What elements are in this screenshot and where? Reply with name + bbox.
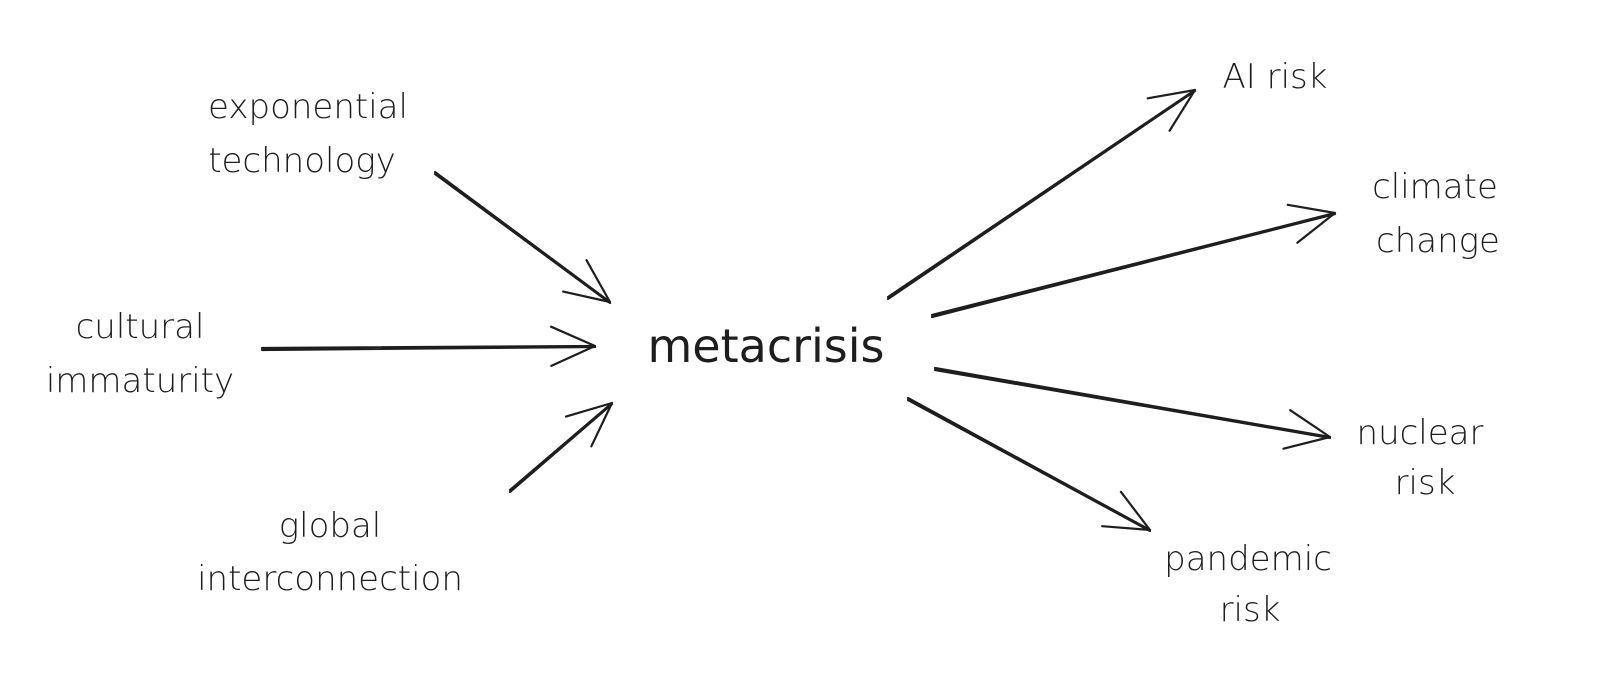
- cause-label-global-interconnection-line2: interconnection: [197, 559, 463, 599]
- arrow-shaft: [433, 170, 612, 305]
- arrow-metacrisis-to-ai-risk: [886, 88, 1197, 301]
- arrow-metacrisis-to-nuclear-risk: [933, 366, 1332, 450]
- effect-label-climate-change-line2: change: [1376, 221, 1500, 261]
- arrow-exponential-technology-to-metacrisis: [433, 170, 612, 305]
- arrow-shaft: [933, 366, 1332, 440]
- effect-label-climate-change-line1: climate: [1372, 167, 1498, 207]
- cause-label-exponential-technology-line2: technology: [208, 141, 396, 181]
- arrow-head: [1101, 490, 1152, 532]
- cause-label-exponential-technology-line1: exponential: [208, 87, 408, 127]
- center-node-metacrisis: metacrisis: [647, 319, 884, 373]
- arrow-metacrisis-to-climate-change: [930, 203, 1337, 319]
- arrow-metacrisis-to-pandemic-risk: [906, 396, 1152, 533]
- effect-label-pandemic-risk-line1: pandemic: [1164, 539, 1332, 579]
- cause-label-cultural-immaturity-line1: cultural: [76, 307, 205, 347]
- effect-label-nuclear-risk-line1: nuclear: [1357, 413, 1484, 453]
- effect-label-pandemic-risk-line2: risk: [1220, 590, 1281, 630]
- cause-label-cultural-immaturity-line2: immaturity: [46, 361, 234, 401]
- arrow-head: [1286, 203, 1337, 244]
- arrow-head: [1146, 88, 1197, 132]
- arrow-shaft: [906, 396, 1152, 533]
- arrow-cultural-immaturity-to-metacrisis: [260, 325, 597, 367]
- arrow-shaft: [930, 211, 1337, 319]
- arrow-shaft: [260, 344, 597, 352]
- effect-label-nuclear-risk-line2: risk: [1395, 463, 1456, 503]
- arrow-shaft: [508, 401, 614, 494]
- arrow-head: [549, 325, 597, 367]
- arrow-head: [1282, 409, 1332, 450]
- arrow-global-interconnection-to-metacrisis: [508, 401, 614, 494]
- arrow-head: [564, 401, 614, 448]
- effect-label-ai-risk: AI risk: [1223, 57, 1328, 97]
- arrow-head: [562, 259, 612, 304]
- cause-label-global-interconnection-line1: global: [279, 506, 382, 546]
- arrow-shaft: [886, 88, 1197, 301]
